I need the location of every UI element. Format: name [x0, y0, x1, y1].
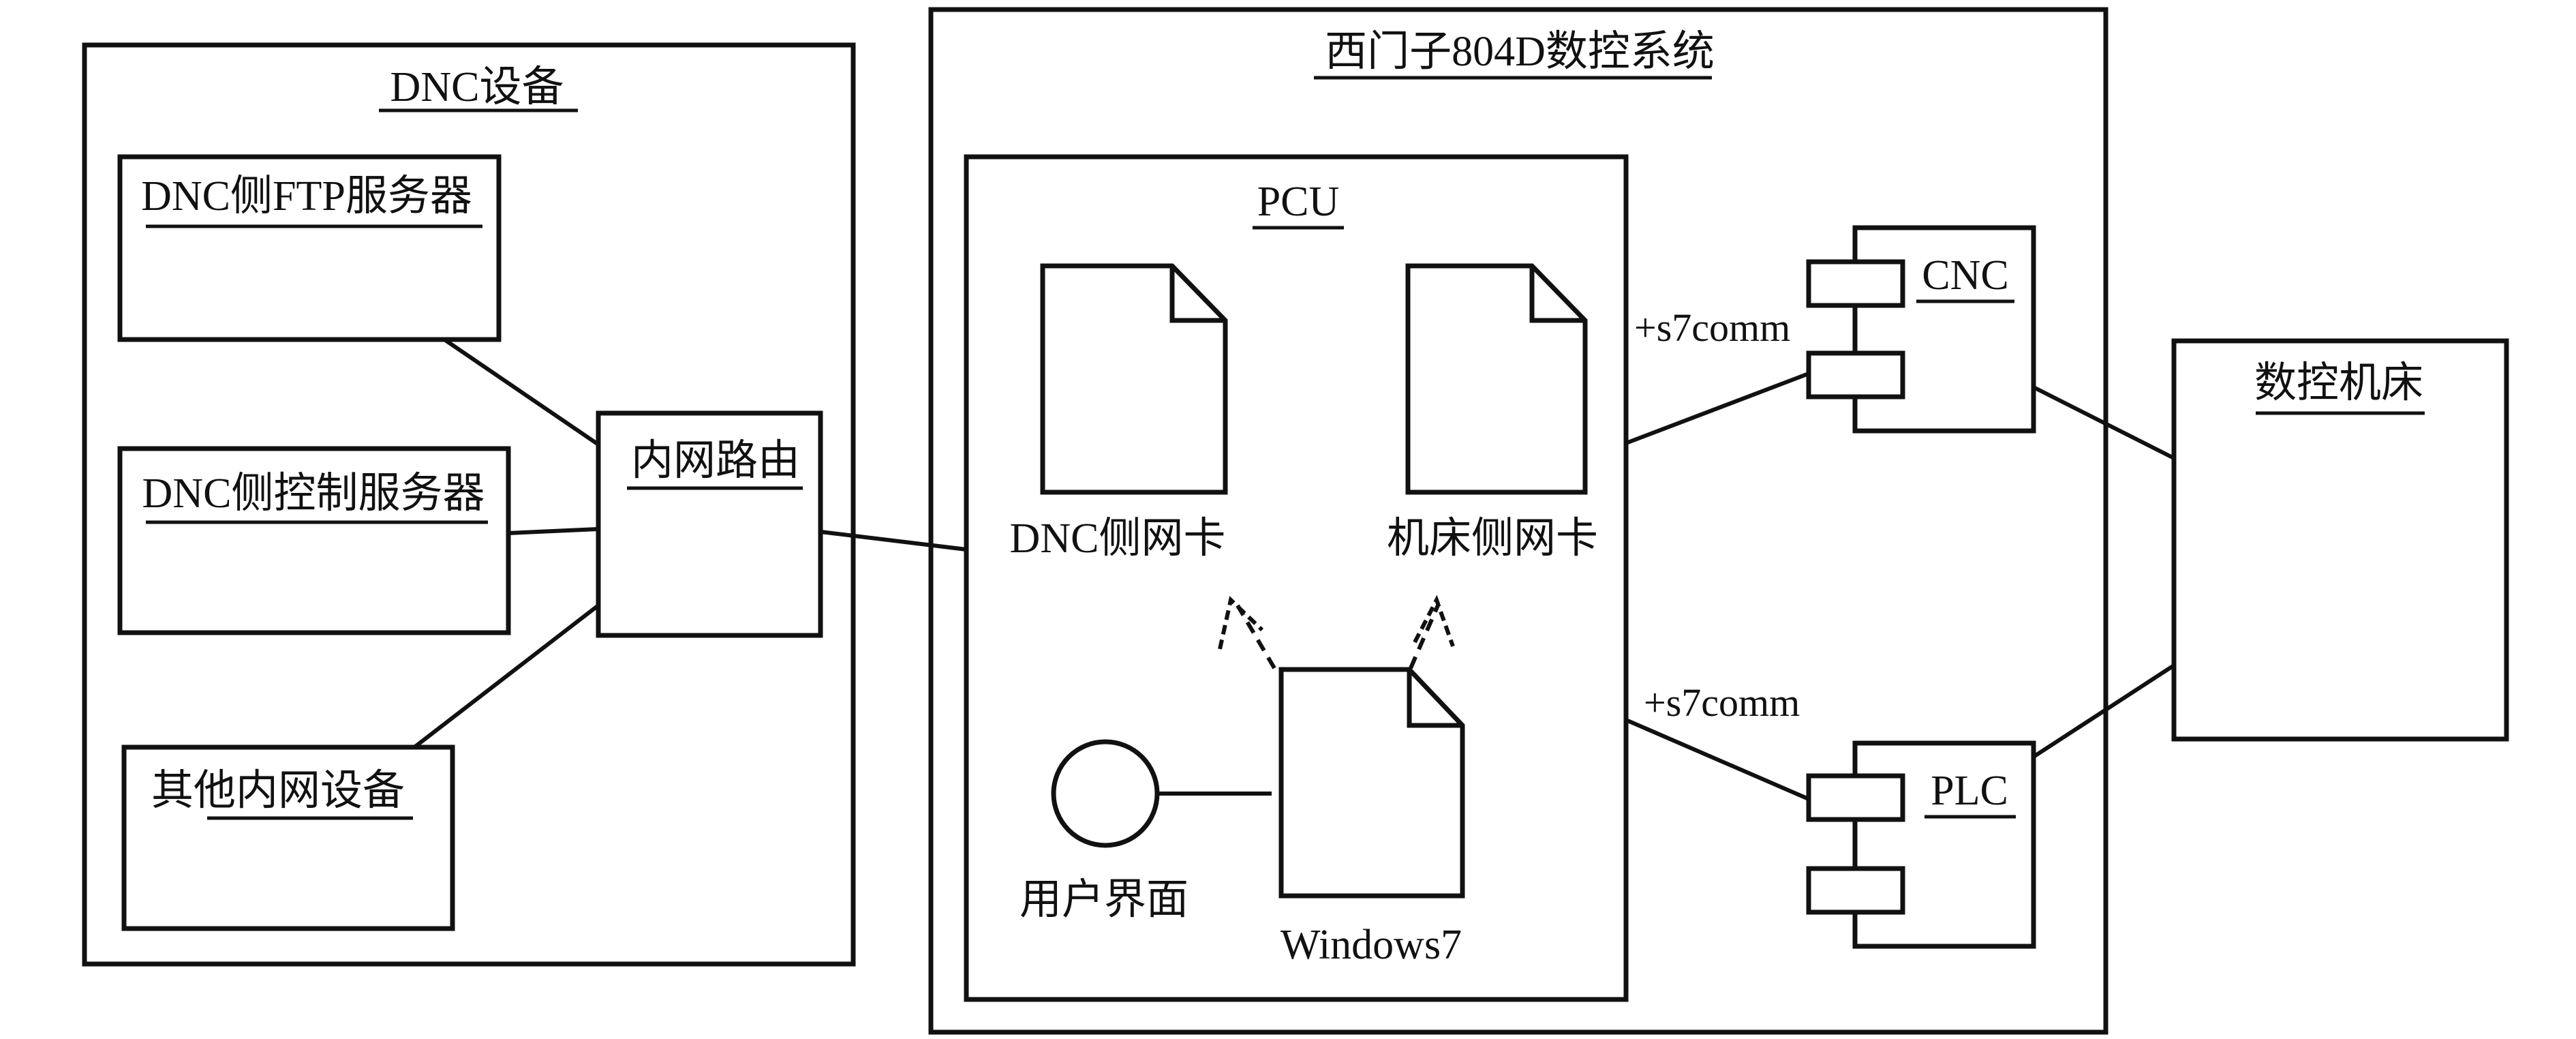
pcu-title: PCU	[1257, 179, 1340, 225]
dnc-nic-artifact-icon	[1040, 263, 1228, 495]
fold-corner	[1407, 669, 1462, 728]
dnc-equipment-frame	[82, 42, 856, 967]
siemens-system-title: 西门子804D数控系统	[1325, 29, 1715, 75]
arrowhead	[1413, 594, 1455, 647]
pcu-cnc-link	[1625, 372, 1810, 445]
cnc-port-top	[1806, 259, 1905, 308]
machine-tool-label: 数控机床	[2254, 360, 2423, 406]
dnc-equipment-group: DNC设备 DNC侧FTP服务器 DNC侧控制服务器 其他内网设备 内网路由	[82, 42, 856, 967]
cnc-machine-link	[2032, 385, 2175, 460]
ftp-server-node	[117, 154, 502, 342]
control-server-label: DNC侧控制服务器	[142, 470, 485, 517]
pcu-frame	[964, 154, 1629, 1002]
ftp-router-link	[443, 337, 600, 447]
other-devices-node	[121, 744, 455, 931]
dependency-arrow-dnc-nic	[1236, 604, 1276, 669]
plc-port-bottom	[1806, 866, 1905, 915]
machine-nic-label: 机床侧网卡	[1387, 515, 1598, 562]
windows7-label: Windows7	[1281, 922, 1462, 968]
plc-machine-link	[2032, 663, 2175, 759]
pcu-plc-link	[1625, 718, 1810, 801]
user-interface-label: 用户界面	[1019, 877, 1189, 923]
plc-label: PLC	[1931, 768, 2008, 814]
cnc-port-bottom	[1806, 350, 1905, 400]
dnc-nic-label: DNC侧网卡	[1010, 515, 1226, 562]
machine-nic-artifact-icon	[1405, 263, 1588, 495]
cnc-label: CNC	[1922, 252, 2008, 299]
plc-link-label: +s7comm	[1644, 680, 1800, 725]
intranet-router-label: 内网路由	[631, 438, 800, 484]
intranet-router-node	[596, 410, 823, 638]
windows7-artifact-icon	[1278, 667, 1465, 899]
fold-corner	[1529, 266, 1585, 323]
siemens-system-frame	[928, 7, 2109, 1035]
other-router-link	[413, 603, 600, 749]
machine-tool-node	[2171, 338, 2509, 742]
siemens-system-group: 西门子804D数控系统 PCU DNC侧网卡 机床侧网卡 Windows7 用户…	[928, 7, 2109, 1035]
control-router-link	[508, 527, 599, 535]
router-pcu-link	[820, 530, 967, 552]
control-server-node	[117, 446, 511, 635]
machine-tool-group: 数控机床	[2171, 338, 2509, 742]
plc-port-top	[1806, 773, 1905, 822]
user-interface-icon	[1051, 739, 1160, 848]
arrowhead	[1218, 596, 1264, 650]
dnc-equipment-title: DNC设备	[390, 64, 564, 110]
fold-corner	[1169, 266, 1225, 323]
other-devices-label: 其他内网设备	[151, 768, 405, 814]
cnc-link-label: +s7comm	[1634, 305, 1790, 350]
dependency-arrow-machine-nic	[1409, 604, 1440, 669]
ftp-server-label: DNC侧FTP服务器	[141, 173, 472, 220]
